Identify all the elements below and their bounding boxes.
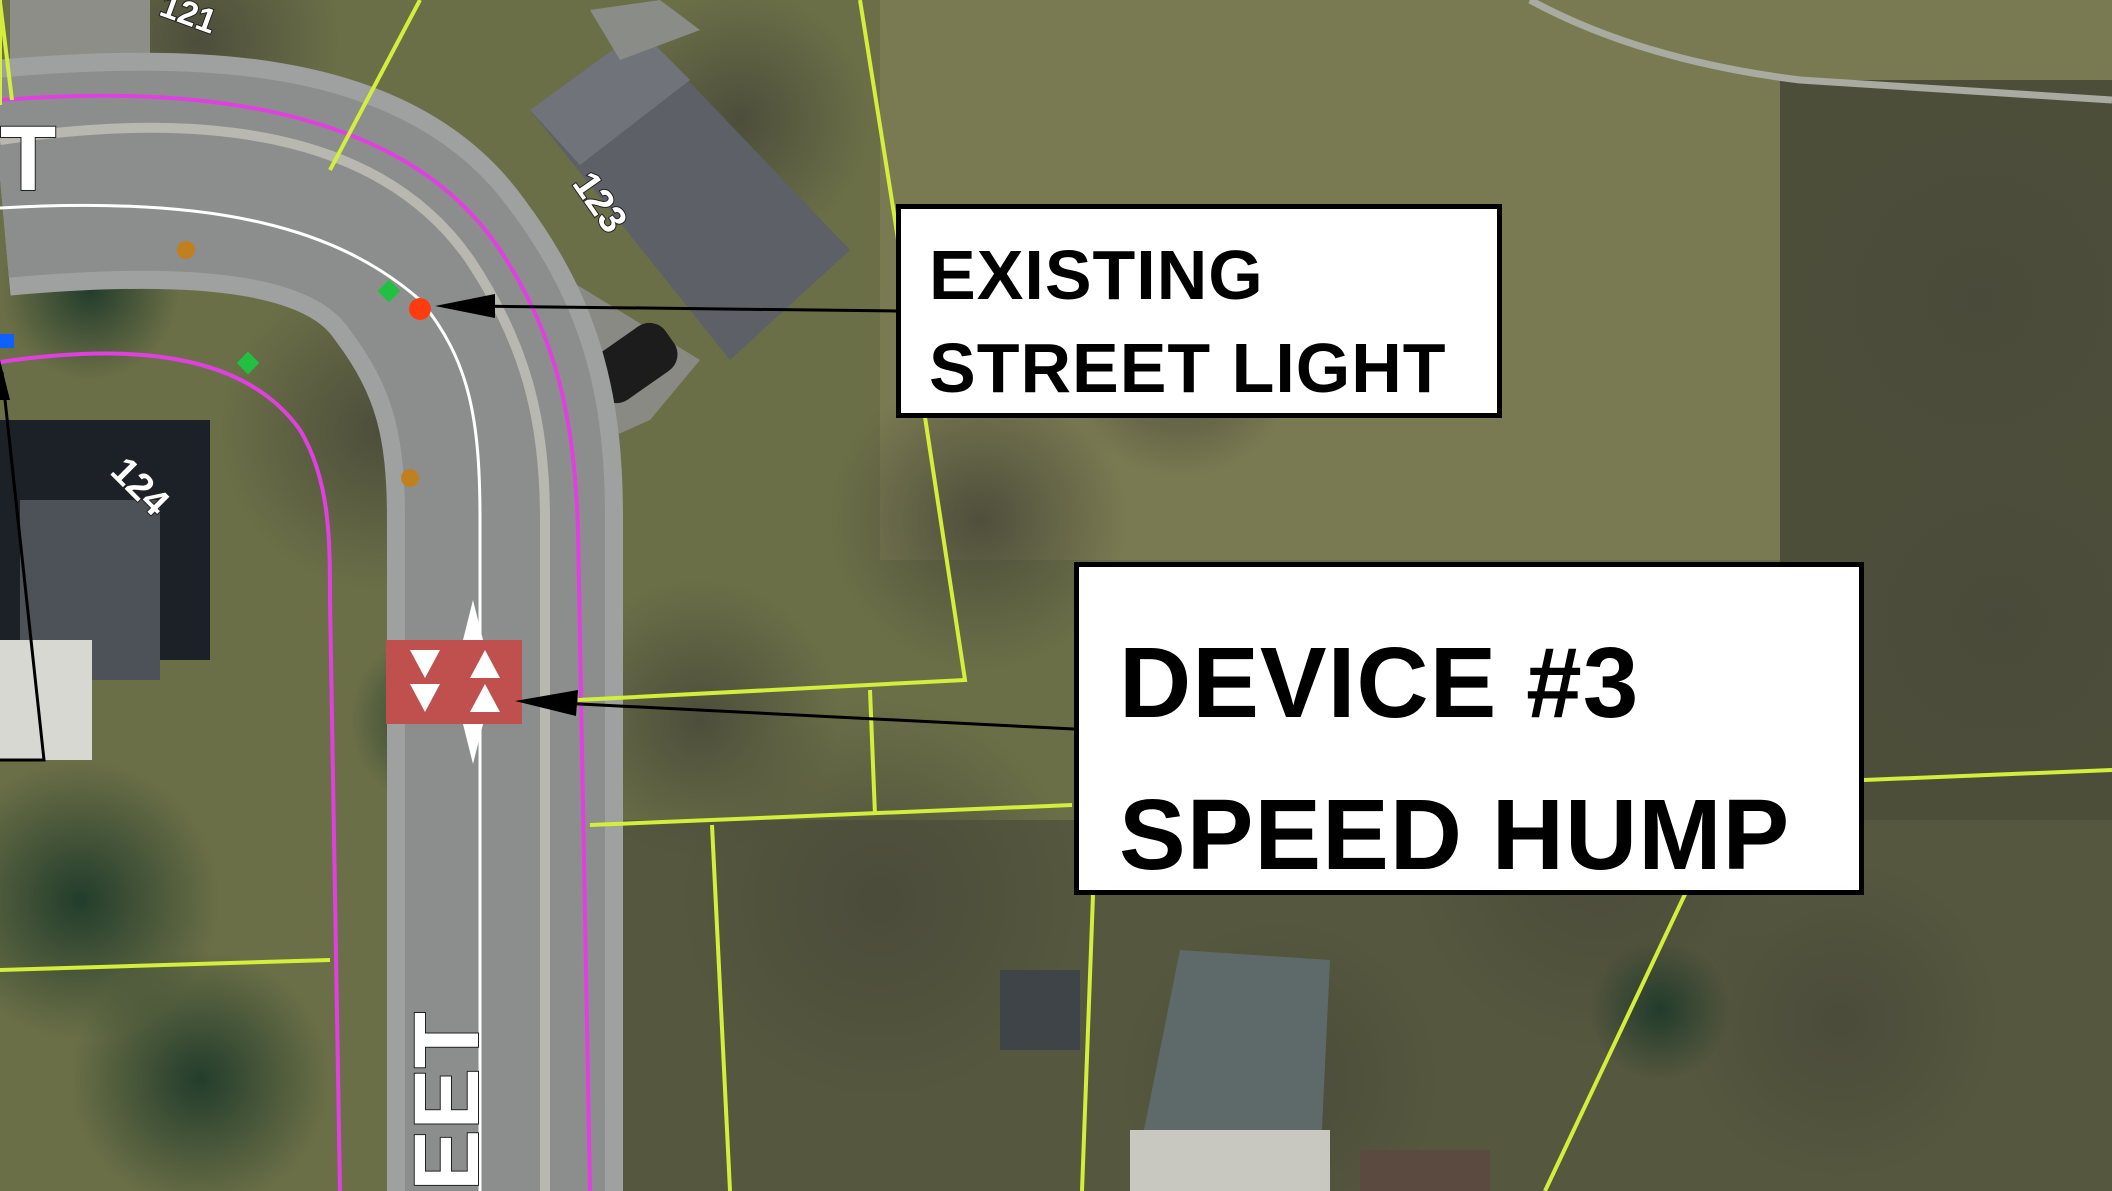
callout-existing-street-light: EXISTING STREET LIGHT xyxy=(896,204,1502,418)
utility-marker-orange xyxy=(177,241,195,259)
callout-line-2: SPEED HUMP xyxy=(1119,779,1791,891)
house-123 xyxy=(530,0,850,360)
callout-line-2: STREET LIGHT xyxy=(929,329,1447,407)
street-light-icon xyxy=(409,298,431,320)
street-label-bottom: EET xyxy=(396,1012,498,1191)
small-building xyxy=(1000,970,1080,1050)
curb-outer xyxy=(0,122,550,1191)
house-lower xyxy=(1130,950,1490,1191)
street-label-top: T xyxy=(0,108,56,210)
road-centerline xyxy=(0,203,482,1191)
utility-marker-orange xyxy=(401,469,419,487)
roadway xyxy=(0,52,623,1191)
speed-hump-icon xyxy=(386,600,522,764)
callout-line-1: EXISTING xyxy=(929,236,1264,314)
leader-line-left xyxy=(0,371,46,762)
callout-device-speed-hump: DEVICE #3 SPEED HUMP xyxy=(1074,562,1864,895)
right-of-way-lines xyxy=(0,93,592,1191)
leader-arrowhead-left xyxy=(0,360,10,400)
parked-car xyxy=(588,322,678,404)
utility-marker-green xyxy=(377,279,401,303)
utility-marker-blue xyxy=(0,334,14,348)
leader-speed-hump xyxy=(515,690,1075,731)
leader-street-light xyxy=(435,294,897,318)
callout-line-1: DEVICE #3 xyxy=(1119,627,1640,739)
house-124 xyxy=(0,420,210,760)
footpath xyxy=(1528,0,2112,104)
